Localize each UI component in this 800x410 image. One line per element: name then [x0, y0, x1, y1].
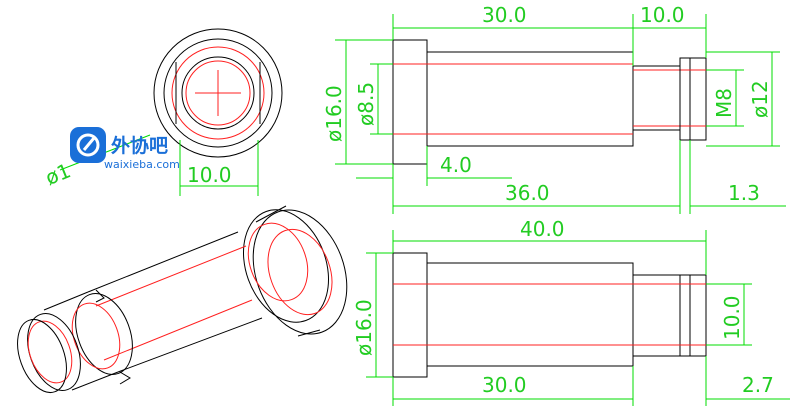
side-view-bottom: 40.0 ø16.0 10.0 30.0 2.7: [352, 217, 790, 406]
dim-10-side: 10.0: [720, 295, 744, 340]
dim-dia8-5: ø8.5: [354, 82, 378, 126]
watermark-brand: 外协吧: [111, 134, 168, 157]
dim-10-top: 10.0: [640, 3, 685, 27]
dim-2-7: 2.7: [742, 373, 774, 397]
dim-36: 36.0: [505, 181, 550, 205]
dim-30-bottom: 30.0: [482, 373, 527, 397]
dim-dia16-bottom: ø16.0: [352, 299, 376, 356]
watermark-logo: 外协吧 waixieba.com: [70, 127, 180, 171]
dim-m8: M8: [712, 88, 736, 118]
watermark-domain: waixieba.com: [104, 158, 180, 171]
dim-30-top: 30.0: [482, 3, 527, 27]
front-view: 10.0 ø1: [42, 28, 283, 196]
isometric-view: [17, 205, 348, 393]
front-dia-label: ø1: [42, 158, 74, 190]
dim-1-3: 1.3: [728, 181, 760, 205]
dim-4: 4.0: [440, 153, 472, 177]
dim-40: 40.0: [520, 217, 565, 241]
side-view-top: 30.0 10.0 ø16.0 ø8.5 M8 ø12 4.0 36.0 1.3: [322, 3, 786, 214]
dim-dia12: ø12: [748, 80, 772, 118]
dim-dia16-top: ø16.0: [322, 85, 346, 142]
front-width-label: 10.0: [187, 163, 232, 187]
watermark-ring: [76, 133, 100, 157]
